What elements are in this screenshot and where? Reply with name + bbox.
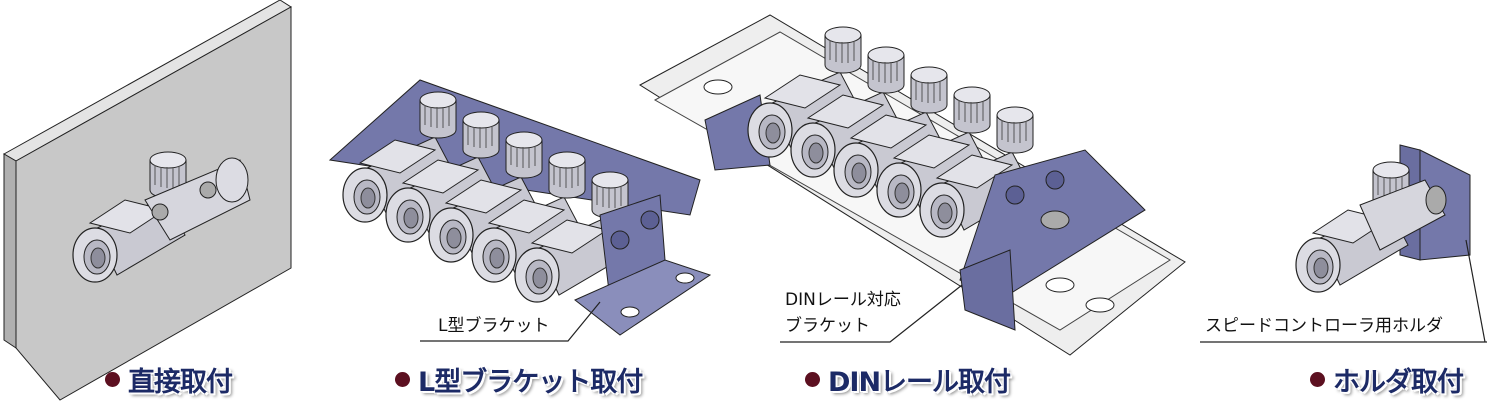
title-text: DINレール取付 <box>828 367 1011 398</box>
bullet-icon <box>1310 372 1325 387</box>
din-bracket-callout-line2: ブラケット <box>785 316 870 336</box>
holder-illustration <box>1295 144 1471 293</box>
l-bracket-illustration <box>328 79 712 336</box>
bullet-icon <box>805 372 820 387</box>
title-din-rail-mount: DINレール取付 <box>805 360 1011 399</box>
title-text: L型ブラケット取付 <box>418 367 643 398</box>
title-holder-mount: ホルダ取付 <box>1310 360 1464 399</box>
holder-callout: スピードコントローラ用ホルダ <box>1205 316 1443 336</box>
leader-lines <box>420 239 1487 343</box>
bullet-icon <box>395 372 410 387</box>
title-l-bracket-mount: L型ブラケット取付 <box>395 360 643 399</box>
bullet-icon <box>105 372 120 387</box>
din-bracket-callout-line1: DINレール対応 <box>785 290 901 310</box>
din-rail-illustration <box>639 14 1186 356</box>
title-text: 直接取付 <box>128 367 233 398</box>
title-direct-mount: 直接取付 <box>105 360 233 399</box>
title-text: ホルダ取付 <box>1333 367 1464 398</box>
wall-plate-illustration <box>2 0 292 401</box>
l-bracket-callout: L型ブラケット <box>438 316 550 336</box>
